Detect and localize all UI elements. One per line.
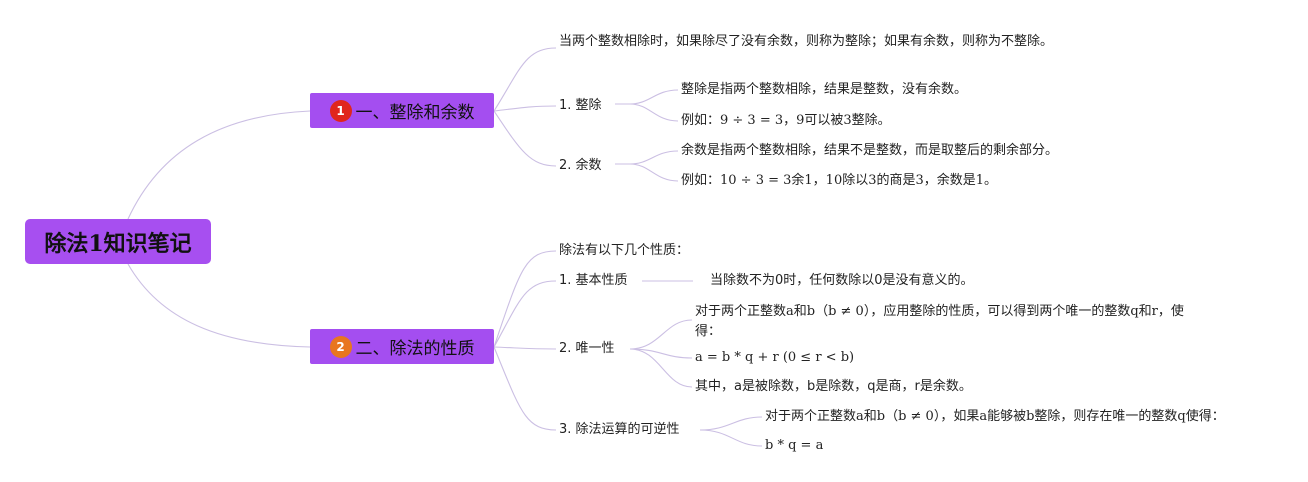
root-label: 除法1知识笔记 (44, 230, 192, 257)
detail-2-1-1: 当除数不为0时，任何数除以0是没有意义的。 (710, 273, 974, 288)
sub-node-2-1[interactable]: 1. 基本性质 (559, 273, 628, 288)
priority-2-icon: 2 (329, 335, 352, 358)
branch-1-intro: 当两个整数相除时，如果除尽了没有余数，则称为整除；如果有余数，则称为不整除。 (559, 34, 1054, 49)
detail-2-2-3: 其中，a是被除数，b是除数，q是商，r是余数。 (695, 379, 972, 394)
sub-node-1-2[interactable]: 2. 余数 (559, 158, 602, 173)
branch-2-label: 二、除法的性质 (355, 339, 475, 359)
detail-2-3-1: 对于两个正整数a和b（b ≠ 0），如果a能够被b整除，则存在唯一的整数q使得： (765, 409, 1225, 424)
root-node[interactable]: 除法1知识笔记 (25, 219, 211, 264)
detail-1-1-1: 整除是指两个整数相除，结果是整数，没有余数。 (681, 82, 968, 97)
detail-1-2-1: 余数是指两个整数相除，结果不是整数，而是取整后的剩余部分。 (681, 143, 1059, 158)
priority-1-icon: 1 (329, 99, 352, 122)
detail-1-1-2: 例如：9 ÷ 3 = 3，9可以被3整除。 (681, 113, 891, 128)
branch-1-label: 一、整除和余数 (355, 103, 475, 123)
sub-node-2-2[interactable]: 2. 唯一性 (559, 341, 615, 356)
sub-node-1-1[interactable]: 1. 整除 (559, 98, 602, 113)
branch-node-1[interactable]: 1 一、整除和余数 (310, 93, 494, 128)
detail-2-2-2: a = b * q + r (0 ≤ r < b) (695, 350, 855, 365)
branch-2-intro: 除法有以下几个性质： (559, 243, 690, 258)
detail-2-2-1: 对于两个正整数a和b（b ≠ 0），应用整除的性质，可以得到两个唯一的整数q和r… (695, 304, 1184, 339)
branch-node-2[interactable]: 2 二、除法的性质 (310, 329, 494, 364)
sub-node-2-3[interactable]: 3. 除法运算的可逆性 (559, 422, 680, 437)
detail-2-3-2: b * q = a (765, 438, 824, 453)
detail-1-2-2: 例如：10 ÷ 3 = 3余1，10除以3的商是3，余数是1。 (681, 173, 998, 188)
